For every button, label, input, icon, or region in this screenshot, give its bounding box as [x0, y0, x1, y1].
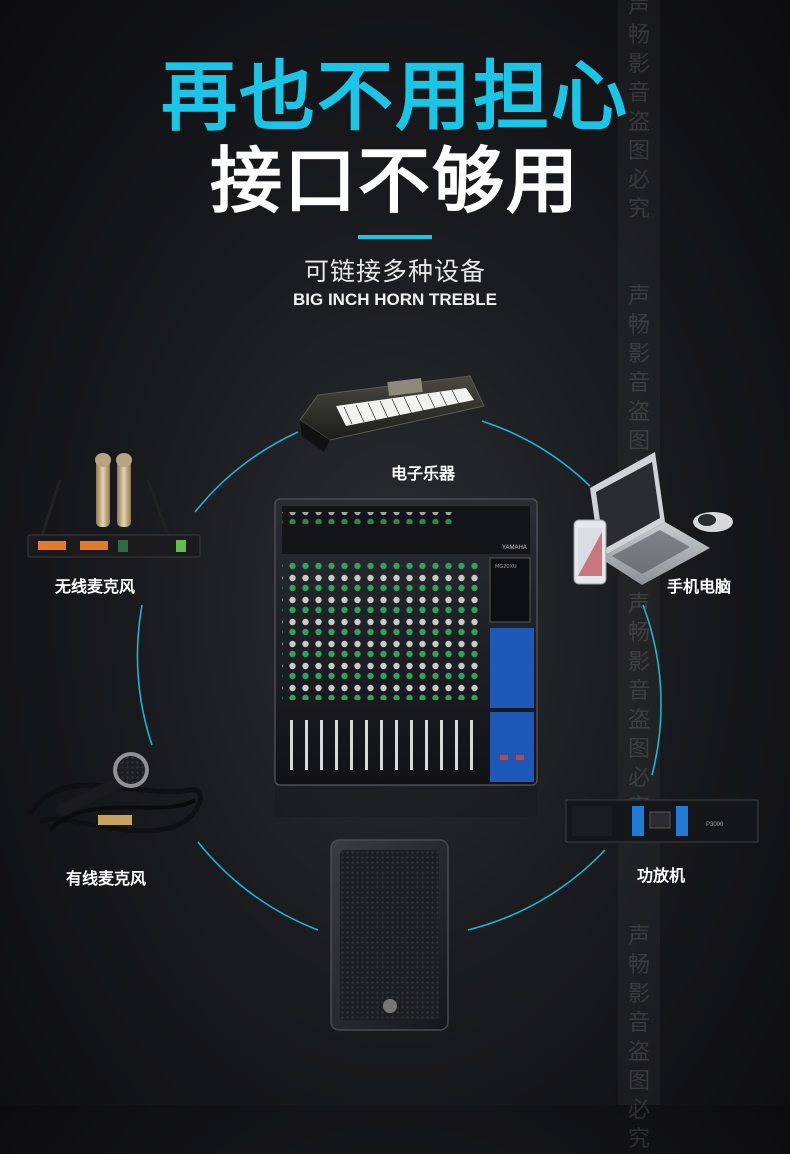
subtitle-en: BIG INCH HORN TREBLE: [293, 290, 497, 309]
keyboard-icon: [299, 375, 485, 452]
accent-line: [358, 235, 432, 239]
connection-ring: [136, 420, 662, 931]
label-laptop-phone: 手机电脑: [667, 577, 732, 596]
laptop-icon: [590, 452, 710, 585]
label-wired-mic: 有线麦克风: [66, 869, 147, 888]
watermark-text: 声畅影音: [627, 284, 650, 396]
ring-arc: [467, 849, 606, 931]
ring-arc: [481, 420, 591, 487]
mixer-model-label: MG20XU: [495, 564, 517, 570]
headline-line-2: 接口不够用: [209, 139, 580, 223]
wireless-mic-icon: [27, 453, 201, 558]
phone-icon: [573, 519, 607, 585]
watermark-text: 声畅影音: [627, 0, 650, 106]
wired-mic-icon: [27, 752, 203, 834]
watermark-text: 盗图必究: [627, 110, 650, 222]
amplifier-icon: P3000: [565, 799, 759, 843]
watermark-text: 声畅影音: [627, 924, 650, 1036]
subtitle-cn: 可链接多种设备: [303, 257, 486, 286]
connection-diagram: MG20XU YAMAHA: [27, 375, 759, 1031]
label-amplifier: 功放机: [637, 866, 686, 885]
headline-line-1: 再也不用担心: [161, 52, 629, 141]
ring-arc: [194, 431, 299, 513]
mixer-icon: MG20XU YAMAHA: [274, 498, 538, 817]
ring-arc: [136, 604, 153, 746]
mixer-brand-label: YAMAHA: [502, 545, 527, 551]
ring-arc: [197, 841, 319, 931]
label-keyboard: 电子乐器: [391, 464, 456, 483]
label-wireless-mic: 无线麦克风: [55, 577, 136, 596]
amplifier-badge: P3000: [706, 822, 724, 828]
speaker-icon: [330, 839, 449, 1031]
ring-arc: [642, 604, 662, 776]
mouse-icon: [693, 512, 733, 532]
watermark-text: 声畅影音: [627, 592, 650, 704]
